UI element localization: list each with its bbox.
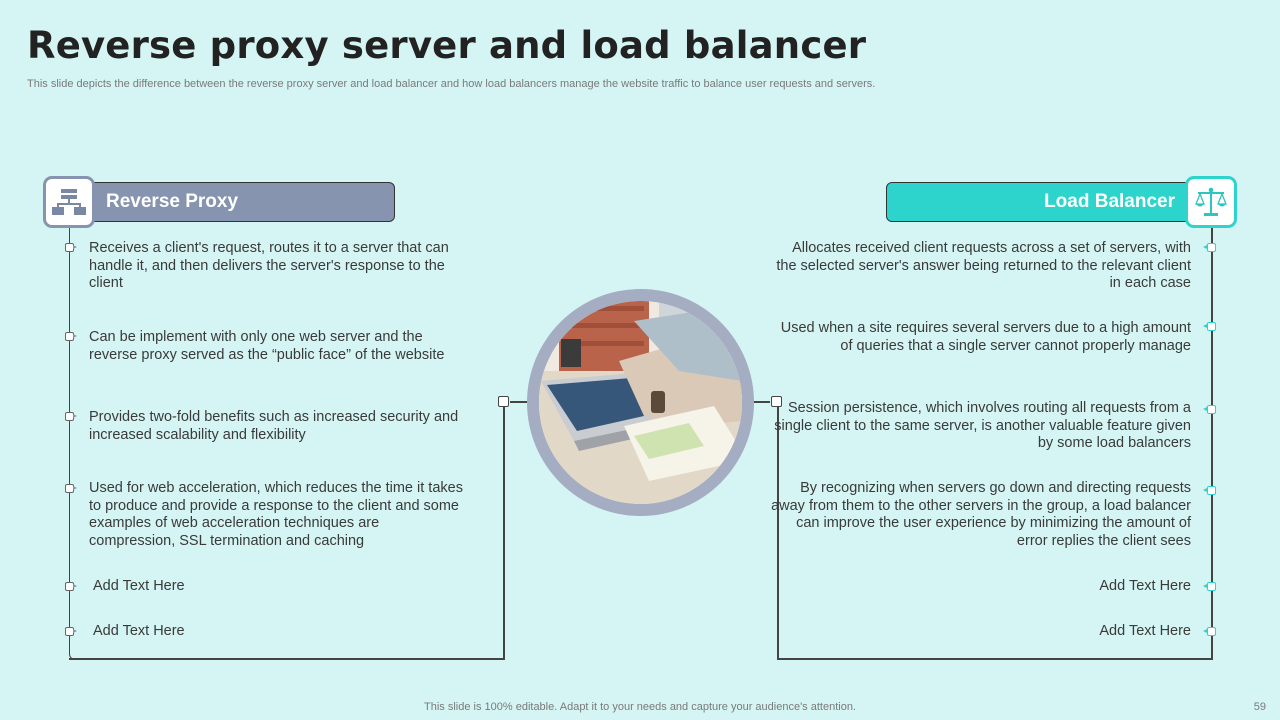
right-frame [1211, 228, 1213, 660]
left-bullet-marker [65, 627, 77, 636]
left-frame-connector [503, 402, 505, 660]
balance-scale-icon [1185, 176, 1237, 228]
left-connector-node [498, 396, 509, 407]
left-frame [69, 228, 504, 660]
right-list-item: Add Text Here [1099, 623, 1191, 639]
right-list-item: Used when a site requires several server… [780, 320, 1191, 354]
footer-note: This slide is 100% editable. Adapt it to… [424, 701, 856, 713]
laptop-typing-photo [539, 301, 742, 504]
right-list-item: Session persistence, which involves rout… [774, 400, 1191, 452]
left-frame-bottom [69, 658, 505, 660]
right-bullet-marker [1203, 486, 1216, 495]
right-list-item: Add Text Here [1099, 578, 1191, 594]
left-list-item: Add Text Here [93, 623, 185, 639]
right-photo-connector [752, 401, 770, 403]
right-list-item: By recognizing when servers go down and … [771, 480, 1191, 549]
left-bullet-marker [65, 582, 77, 591]
photo-frame [527, 289, 754, 516]
left-list-item: Add Text Here [93, 578, 185, 594]
page-subtitle: This slide depicts the difference betwee… [27, 78, 876, 90]
right-bullet-marker [1203, 243, 1216, 252]
reverse-proxy-header-label: Reverse Proxy [106, 191, 239, 212]
left-list-item: Used for web acceleration, which reduces… [89, 480, 463, 549]
left-bullet-marker [65, 332, 77, 341]
right-bullet-marker [1203, 405, 1216, 414]
left-photo-connector [510, 401, 528, 403]
page-number: 59 [1253, 701, 1266, 713]
right-bullet-marker [1203, 322, 1216, 331]
left-bullet-marker [65, 412, 77, 421]
left-bullet-marker [65, 243, 77, 252]
right-frame-bottom [777, 658, 1213, 660]
left-list-item: Provides two-fold benefits such as incre… [89, 409, 459, 443]
load-balancer-header: Load Balancer [886, 182, 1226, 222]
right-frame-connector [777, 402, 779, 660]
network-servers-icon [43, 176, 95, 228]
right-list-item: Allocates received client requests acros… [776, 240, 1191, 292]
right-connector-node [771, 396, 782, 407]
left-list-item: Can be implement with only one web serve… [89, 329, 445, 363]
reverse-proxy-header: Reverse Proxy [55, 182, 395, 222]
right-bullet-marker [1203, 582, 1216, 591]
left-bullet-marker [65, 484, 77, 493]
left-list-item: Receives a client's request, routes it t… [89, 240, 449, 292]
load-balancer-header-label: Load Balancer [1044, 191, 1175, 212]
right-bullet-marker [1203, 627, 1216, 636]
page-title: Reverse proxy server and load balancer [27, 24, 867, 67]
